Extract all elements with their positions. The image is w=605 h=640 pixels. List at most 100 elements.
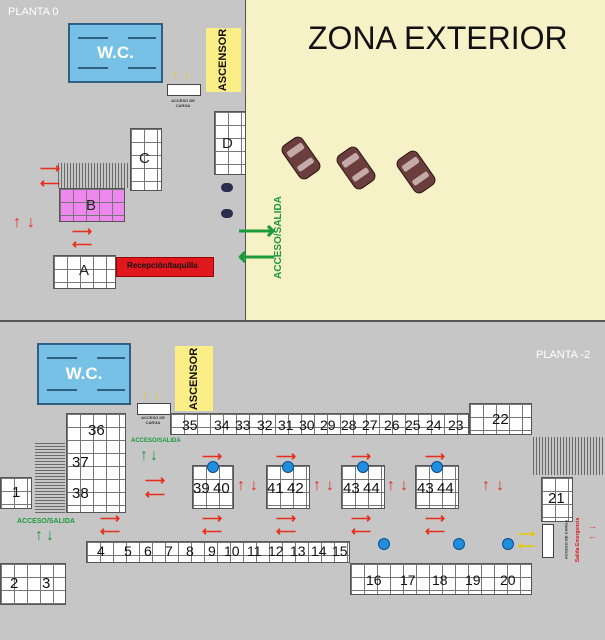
parking-column-left[interactable] bbox=[66, 413, 126, 513]
block-a[interactable] bbox=[53, 255, 116, 289]
spot-number: 28 bbox=[341, 417, 357, 433]
spot-number: 29 bbox=[320, 417, 336, 433]
ascensor-planta-2[interactable]: ASCENSOR bbox=[175, 346, 213, 411]
spot-number: 32 bbox=[257, 417, 273, 433]
wc-wall bbox=[47, 357, 77, 359]
wc-label: W.C. bbox=[97, 43, 134, 62]
spot-number: 3 bbox=[42, 575, 51, 592]
planta-2-title: PLANTA -2 bbox=[536, 349, 591, 361]
green-arrow-up-icon: ↑ bbox=[140, 447, 148, 464]
spot-number: 18 bbox=[432, 572, 448, 588]
parking-row-top[interactable] bbox=[170, 413, 469, 435]
arrow-left-icon: ⟵ bbox=[145, 486, 166, 502]
spot-number: 25 bbox=[405, 417, 421, 433]
spot-number: 33 bbox=[235, 417, 251, 433]
arrow-right-icon: ⟶ bbox=[425, 510, 446, 526]
car-icon bbox=[276, 131, 326, 184]
arrow-right-icon: ⟶ bbox=[100, 510, 121, 526]
spot-number: 31 bbox=[278, 417, 294, 433]
car-icon bbox=[396, 150, 436, 194]
spot-number: 37 bbox=[72, 454, 89, 471]
spot-number: 27 bbox=[362, 417, 378, 433]
spot-number: 1 bbox=[12, 484, 21, 501]
parking-island-2[interactable] bbox=[266, 465, 310, 509]
parking-row-bottom-left[interactable] bbox=[86, 541, 350, 563]
parking-island-3[interactable] bbox=[341, 465, 385, 509]
spot-number: 44 bbox=[437, 480, 454, 497]
spot-number: 13 bbox=[290, 543, 306, 559]
spot-number: 14 bbox=[311, 543, 327, 559]
parking-island-1[interactable] bbox=[192, 465, 234, 509]
ascensor-planta-0[interactable]: ASCENSOR bbox=[206, 28, 241, 92]
wc-wall bbox=[78, 67, 108, 69]
block-a-label: A bbox=[79, 262, 90, 279]
exit-arrow-icon: ⟵ bbox=[238, 241, 276, 271]
wc-planta-2[interactable]: W.C. bbox=[37, 343, 131, 405]
wc-wall bbox=[47, 389, 77, 391]
car-icon bbox=[331, 141, 381, 194]
stairs-right bbox=[533, 437, 605, 475]
spot-number: 24 bbox=[426, 417, 442, 433]
entry-arrow-icon: ⟶ bbox=[238, 215, 276, 245]
stairs-left bbox=[35, 441, 65, 513]
loading-dock-right bbox=[542, 524, 554, 558]
green-arrow-down-icon: ↓ bbox=[46, 527, 54, 544]
spot-number: 19 bbox=[465, 572, 481, 588]
spot-number: 26 bbox=[384, 417, 400, 433]
ascensor-label: ASCENSOR bbox=[188, 347, 200, 410]
arrow-down-icon: ↓ bbox=[496, 477, 504, 494]
wc-wall bbox=[97, 357, 125, 359]
block-d-label: D bbox=[222, 135, 233, 152]
spot-number: 41 bbox=[267, 480, 284, 497]
wc-wall bbox=[78, 37, 108, 39]
pillar bbox=[502, 538, 514, 550]
pillar-planta-0 bbox=[221, 183, 233, 192]
block-d[interactable] bbox=[214, 111, 246, 175]
spot-number: 42 bbox=[287, 480, 304, 497]
pillar bbox=[282, 461, 294, 473]
arrow-down-icon: ↓ bbox=[326, 477, 334, 494]
arrow-left-icon: ⟵ bbox=[40, 175, 61, 191]
recepcion-taquilla[interactable] bbox=[116, 257, 214, 277]
arrow-up-icon: ↑ bbox=[13, 214, 21, 231]
arrow-right-icon: ⟶ bbox=[351, 448, 372, 464]
spot-number: 36 bbox=[88, 422, 105, 439]
ascensor-label: ASCENSOR bbox=[217, 28, 230, 92]
spot-number: 21 bbox=[548, 490, 565, 507]
arrow-left-icon: ⟵ bbox=[100, 523, 121, 539]
spot-number: 35 bbox=[182, 417, 198, 433]
spot-number: 4 bbox=[97, 543, 105, 559]
salida-emergencia-label: Salida Emergencia bbox=[575, 517, 582, 563]
pillar bbox=[378, 538, 390, 550]
acceso-carga-label: ACCESO DE CARGA bbox=[171, 98, 195, 108]
wc-label: W.C. bbox=[65, 364, 103, 383]
arrow-up-icon: ↑ bbox=[313, 477, 321, 494]
block-b[interactable] bbox=[59, 188, 125, 222]
parking-block-2-3[interactable] bbox=[0, 563, 66, 605]
spot-number: 22 bbox=[492, 411, 509, 428]
wc-planta-0[interactable]: W.C. bbox=[68, 23, 163, 83]
arrow-left-icon: ⟵ bbox=[202, 523, 223, 539]
arrow-up-icon: ↑ bbox=[237, 477, 245, 494]
spot-number: 20 bbox=[500, 572, 516, 588]
arrow-right-icon: ⟶ bbox=[276, 448, 297, 464]
yellow-arrow-right-icon: ⟶ bbox=[518, 527, 536, 541]
parking-island-4[interactable] bbox=[415, 465, 459, 509]
block-c[interactable] bbox=[130, 128, 162, 191]
emergency-arrow-right-icon: → bbox=[588, 521, 597, 531]
spot-number: 15 bbox=[332, 543, 348, 559]
spot-number: 39 bbox=[193, 480, 210, 497]
parking-block-21[interactable] bbox=[541, 477, 573, 522]
spot-number: 9 bbox=[208, 543, 216, 559]
parking-block-22[interactable] bbox=[469, 403, 532, 435]
parking-row-bottom-right[interactable] bbox=[350, 563, 532, 595]
arrow-left-icon: ⟵ bbox=[72, 236, 93, 252]
spot-number: 38 bbox=[72, 485, 89, 502]
spot-number: 16 bbox=[366, 572, 382, 588]
arrow-right-icon: ⟶ bbox=[202, 448, 223, 464]
parking-spot-1-area[interactable] bbox=[0, 477, 32, 509]
pillar-planta-0 bbox=[221, 209, 233, 218]
car-icon bbox=[336, 146, 376, 190]
spot-number: 12 bbox=[268, 543, 284, 559]
spot-number: 40 bbox=[213, 480, 230, 497]
